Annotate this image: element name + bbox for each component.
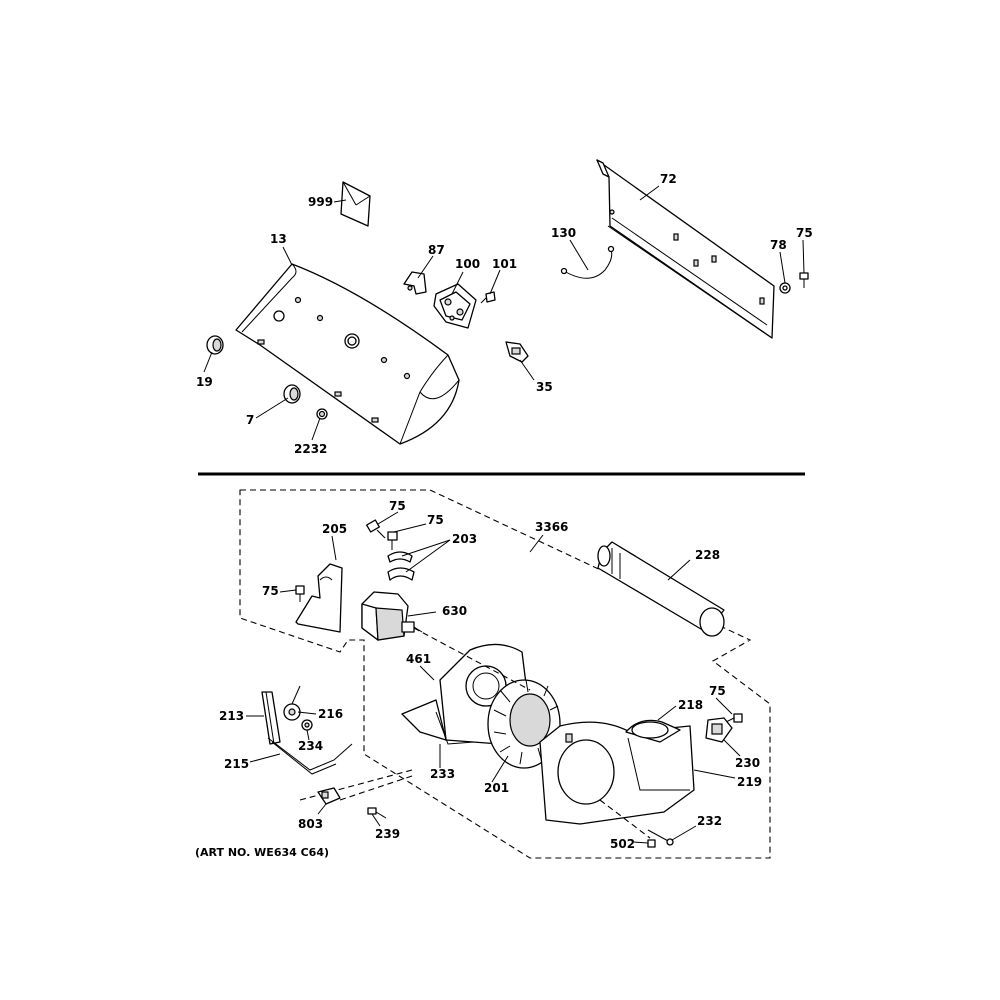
part-35-switch[interactable] <box>505 341 529 363</box>
part-630-motor[interactable] <box>361 591 423 641</box>
part-239-screw[interactable] <box>367 807 387 819</box>
part-234-pulley-small[interactable] <box>301 719 313 731</box>
part-216-pulley[interactable] <box>283 685 301 721</box>
label-72: 72 <box>660 172 677 186</box>
part-75-screw-top[interactable] <box>799 272 809 288</box>
label-13: 13 <box>270 232 287 246</box>
label-228: 228 <box>695 548 720 562</box>
part-213-belt[interactable] <box>261 691 281 745</box>
label-100: 100 <box>455 257 480 271</box>
label-234: 234 <box>298 739 323 753</box>
label-218: 218 <box>678 698 703 712</box>
label-87: 87 <box>428 243 445 257</box>
label-999: 999 <box>308 195 333 209</box>
part-7-knob[interactable] <box>283 384 301 404</box>
top-leader-lines <box>203 185 805 441</box>
part-205-bracket[interactable] <box>295 563 343 633</box>
label-461: 461 <box>406 652 431 666</box>
alignment-lines <box>339 627 651 839</box>
label-803: 803 <box>298 817 323 831</box>
part-75-screw-a[interactable] <box>366 519 386 539</box>
assembly-3366-outline <box>239 489 771 859</box>
part-130-wire[interactable] <box>560 245 615 279</box>
label-630: 630 <box>442 604 467 618</box>
art-number: (ART NO. WE634 C64) <box>195 846 330 859</box>
label-19: 19 <box>196 375 213 389</box>
label-75-top: 75 <box>796 226 813 240</box>
part-803-switch[interactable] <box>317 787 341 805</box>
part-100-control[interactable] <box>433 283 477 329</box>
label-230: 230 <box>735 756 760 770</box>
part-78-washer[interactable] <box>779 282 791 294</box>
label-233: 233 <box>430 767 455 781</box>
part-75-screw-d[interactable] <box>725 713 743 723</box>
part-228-duct[interactable] <box>597 541 725 637</box>
part-13-control-panel[interactable] <box>235 263 460 445</box>
label-213: 213 <box>219 709 244 723</box>
part-2232-button[interactable] <box>316 408 328 420</box>
part-215-idler-arm[interactable] <box>267 737 353 775</box>
label-78: 78 <box>770 238 787 252</box>
label-2232: 2232 <box>294 442 327 456</box>
assembly-subgroup-outline <box>299 769 413 801</box>
part-502-nut[interactable] <box>647 839 656 848</box>
label-3366: 3366 <box>535 520 568 534</box>
part-218-seal[interactable] <box>631 721 669 739</box>
part-87-switch[interactable] <box>403 271 427 295</box>
label-7: 7 <box>246 413 254 427</box>
label-216: 216 <box>318 707 343 721</box>
part-230-thermostat[interactable] <box>705 717 733 743</box>
label-502: 502 <box>610 837 635 851</box>
bottom-leader-lines <box>246 511 741 844</box>
label-232: 232 <box>697 814 722 828</box>
label-75-d: 75 <box>709 684 726 698</box>
label-203: 203 <box>452 532 477 546</box>
part-72-rear-panel[interactable] <box>596 159 775 339</box>
part-232-bolt[interactable] <box>647 829 674 846</box>
label-75-c: 75 <box>262 584 279 598</box>
label-130: 130 <box>551 226 576 240</box>
part-203-clip-lower[interactable] <box>387 567 415 581</box>
part-19-knob[interactable] <box>206 335 224 355</box>
part-219-blower-housing[interactable] <box>539 719 695 825</box>
part-101-screw[interactable] <box>480 291 496 304</box>
label-239: 239 <box>375 827 400 841</box>
label-101: 101 <box>492 257 517 271</box>
part-75-screw-b[interactable] <box>387 531 398 550</box>
label-75-a: 75 <box>389 499 406 513</box>
part-75-screw-c[interactable] <box>295 585 305 602</box>
label-201: 201 <box>484 781 509 795</box>
label-35: 35 <box>536 380 553 394</box>
label-219: 219 <box>737 775 762 789</box>
part-999-literature[interactable] <box>340 181 371 227</box>
label-215: 215 <box>224 757 249 771</box>
label-75-b: 75 <box>427 513 444 527</box>
label-205: 205 <box>322 522 347 536</box>
part-233-seal[interactable] <box>435 711 475 745</box>
